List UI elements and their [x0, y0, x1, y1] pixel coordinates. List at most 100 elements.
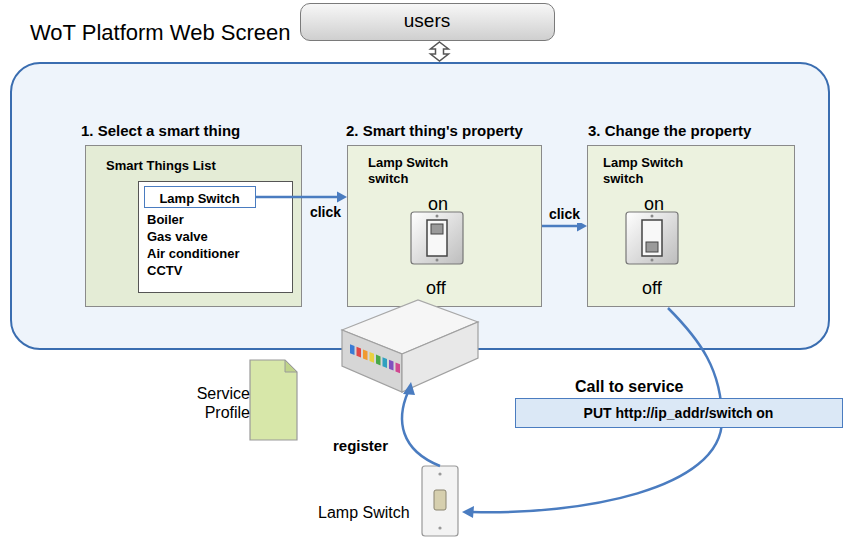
text-holder: click — [547, 205, 582, 223]
plate — [626, 212, 678, 264]
text-holder: register — [333, 437, 388, 455]
double-arrow — [431, 42, 449, 61]
paper — [250, 360, 297, 440]
text-holder: WoT Platform Web Screen — [30, 20, 290, 46]
arrow-head — [403, 382, 415, 395]
step-head: 3. Change the property — [588, 122, 751, 140]
plate — [411, 212, 463, 264]
text-holder: Lamp Switch switch — [368, 155, 468, 187]
text-holder: Call to service — [575, 377, 684, 396]
thing-list: BoilerGas valveAir conditionerCCTV Lamp S… — [138, 181, 293, 293]
router-port — [363, 349, 368, 360]
text-holder: Air conditioner — [147, 244, 239, 262]
list-text: Lamp Switch — [159, 191, 239, 207]
rocker — [642, 220, 662, 256]
router-side — [402, 322, 478, 392]
service-call-arrow — [462, 308, 722, 518]
wall-switch-icon — [422, 466, 458, 536]
state-text: off — [426, 278, 446, 300]
register-arrow — [402, 382, 440, 466]
state-text: on — [428, 194, 448, 216]
text-holder: 3. Change the property — [588, 122, 751, 140]
screw — [438, 526, 441, 529]
call-text: Call to service — [575, 377, 684, 396]
text-holder: Service Profile — [188, 384, 250, 422]
paper-fold — [285, 360, 297, 372]
connector-line — [256, 196, 339, 199]
text-holder: on — [644, 194, 664, 216]
rocker — [427, 220, 447, 256]
list-text: Boiler — [147, 212, 184, 228]
router-port — [389, 360, 394, 371]
property-panel: 2. Smart thing's propertyLamp Switch swi… — [347, 145, 542, 307]
register-line — [402, 392, 440, 466]
screw — [651, 215, 654, 218]
service-profile-icon — [250, 360, 297, 440]
switch-plate — [626, 212, 678, 264]
box-head: Lamp Switch switch — [368, 155, 468, 186]
edge-label: click — [547, 206, 582, 223]
router-port — [376, 355, 381, 366]
service-call-line — [472, 308, 722, 512]
router-port — [370, 352, 375, 363]
connector-line — [542, 225, 579, 228]
panel-title: WoT Platform Web Screen — [30, 20, 290, 46]
step-head: 2. Smart thing's property — [346, 122, 523, 140]
platform-panel: WoT Platform Web Screen1. Select a smart… — [10, 62, 830, 350]
side-text: Service Profile — [188, 384, 250, 422]
text-holder: Gas valve — [147, 227, 208, 245]
list-item: Lamp Switch — [144, 186, 256, 208]
text-holder: Lamp Switch — [318, 503, 410, 522]
text-holder: Lamp Switch switch — [603, 155, 703, 187]
screw — [651, 259, 654, 262]
arrow-head — [462, 506, 474, 518]
connector — [256, 192, 347, 203]
arrow-head — [337, 192, 347, 203]
text-holder: 2. Smart thing's property — [346, 122, 523, 140]
rocker-shade — [646, 242, 658, 252]
screw — [436, 215, 439, 218]
text-holder: Lamp Switch — [159, 189, 239, 207]
router-port — [383, 357, 388, 368]
text-holder: off — [426, 278, 446, 300]
state-text: off — [642, 278, 662, 300]
user-box: users — [300, 3, 555, 41]
text-holder: Smart Things List — [106, 156, 216, 174]
connector — [431, 42, 449, 61]
user-text: users — [404, 10, 450, 33]
text-holder: 1. Select a smart thing — [81, 122, 240, 140]
side-text: Lamp Switch — [318, 503, 410, 522]
router-port — [396, 362, 401, 373]
text-holder: PUT http://ip_addr/switch on — [584, 404, 774, 422]
list-text: CCTV — [147, 263, 182, 279]
router-icon — [342, 300, 478, 392]
box-head: Lamp Switch switch — [603, 155, 703, 186]
state-text: on — [644, 194, 664, 216]
text-holder: on — [428, 194, 448, 216]
edge-label: click — [308, 204, 343, 221]
wall-plate — [422, 466, 458, 536]
step-head: 1. Select a smart thing — [81, 122, 240, 140]
reg-text: register — [333, 437, 388, 455]
list-text: Air conditioner — [147, 246, 239, 262]
req-text: PUT http://ip_addr/switch on — [584, 405, 774, 422]
text-holder: users — [404, 10, 450, 33]
list-panel: 1. Select a smart thingSmart Things List… — [85, 145, 302, 307]
text-holder: off — [642, 278, 662, 300]
text-holder: CCTV — [147, 261, 182, 279]
router-port — [350, 344, 355, 355]
property-panel: 3. Change the propertyLamp Switch switch… — [587, 145, 795, 307]
router-front — [342, 330, 402, 392]
router-port — [357, 347, 362, 358]
text-holder: Boiler — [147, 210, 184, 228]
screw — [438, 472, 441, 475]
text-holder: click — [308, 203, 343, 221]
box-head: Smart Things List — [106, 158, 216, 174]
router-top — [342, 300, 478, 354]
list-text: Gas valve — [147, 229, 208, 245]
rocker-shade — [431, 224, 443, 234]
request-box: PUT http://ip_addr/switch on — [515, 398, 843, 428]
